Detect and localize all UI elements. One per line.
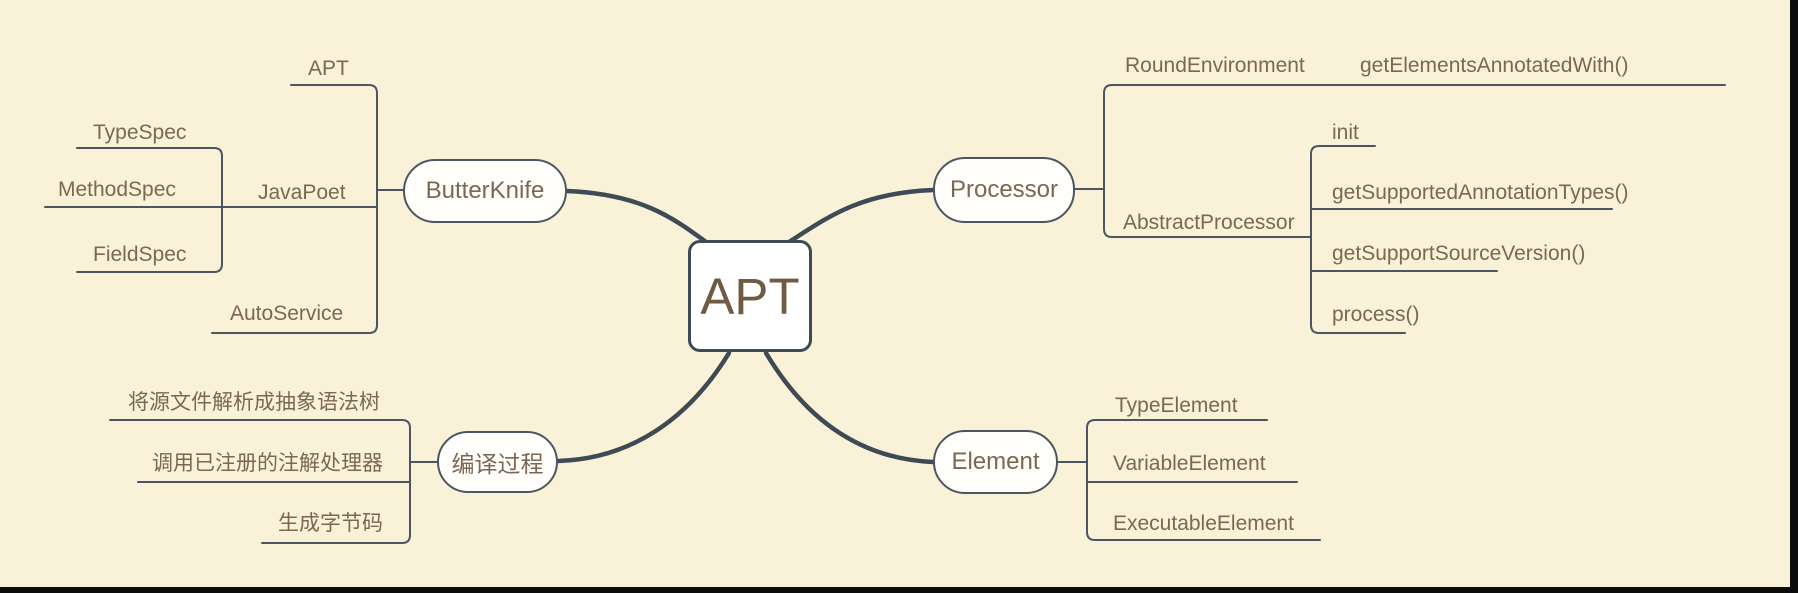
- topic-element[interactable]: Element: [933, 430, 1058, 494]
- screen-border-bottom: [0, 587, 1798, 593]
- topic-processor[interactable]: Processor: [933, 157, 1075, 223]
- screen-border-right: [1790, 0, 1798, 593]
- topic-roundenvironment[interactable]: RoundEnvironment: [1125, 54, 1305, 77]
- topic-process[interactable]: process(): [1332, 303, 1420, 326]
- topic-typeelement[interactable]: TypeElement: [1115, 394, 1238, 417]
- root-topic-apt[interactable]: APT: [688, 240, 812, 352]
- topic-step-bytecode[interactable]: 生成字节码: [278, 512, 383, 535]
- topic-autoservice[interactable]: AutoService: [230, 302, 344, 325]
- topic-abstractprocessor[interactable]: AbstractProcessor: [1123, 211, 1295, 234]
- topic-compile-process[interactable]: 编译过程: [437, 431, 558, 493]
- topic-butterknife[interactable]: ButterKnife: [403, 159, 567, 223]
- topic-get-support-source-version[interactable]: getSupportSourceVersion(): [1332, 242, 1586, 265]
- branch-curve-processor: [786, 187, 936, 245]
- topic-variableelement[interactable]: VariableElement: [1113, 452, 1266, 475]
- topic-init[interactable]: init: [1332, 121, 1359, 144]
- bracket-abstractprocessor: [1310, 145, 1406, 334]
- topic-executableelement[interactable]: ExecutableElement: [1113, 512, 1294, 535]
- topic-get-supported-annotation-types[interactable]: getSupportedAnnotationTypes(): [1332, 181, 1629, 204]
- topic-apt-sub[interactable]: APT: [308, 57, 349, 80]
- topic-methodspec[interactable]: MethodSpec: [58, 178, 176, 201]
- topic-javapoet[interactable]: JavaPoet: [258, 181, 346, 204]
- branch-curve-butterknife: [564, 188, 709, 245]
- bracket-element: [1086, 419, 1321, 541]
- bracket-processor: [1103, 84, 1726, 238]
- topic-step-parse[interactable]: 将源文件解析成抽象语法树: [128, 391, 380, 414]
- bracket-butterknife: [211, 84, 378, 334]
- branch-curve-compile-process: [555, 350, 732, 464]
- topic-get-elements-annotated-with[interactable]: getElementsAnnotatedWith(): [1360, 54, 1629, 77]
- topic-fieldspec[interactable]: FieldSpec: [93, 243, 187, 266]
- branch-curve-element: [763, 350, 936, 465]
- topic-typespec[interactable]: TypeSpec: [93, 121, 187, 144]
- topic-step-invoke[interactable]: 调用已注册的注解处理器: [152, 452, 383, 475]
- bracket-javapoet: [76, 147, 223, 273]
